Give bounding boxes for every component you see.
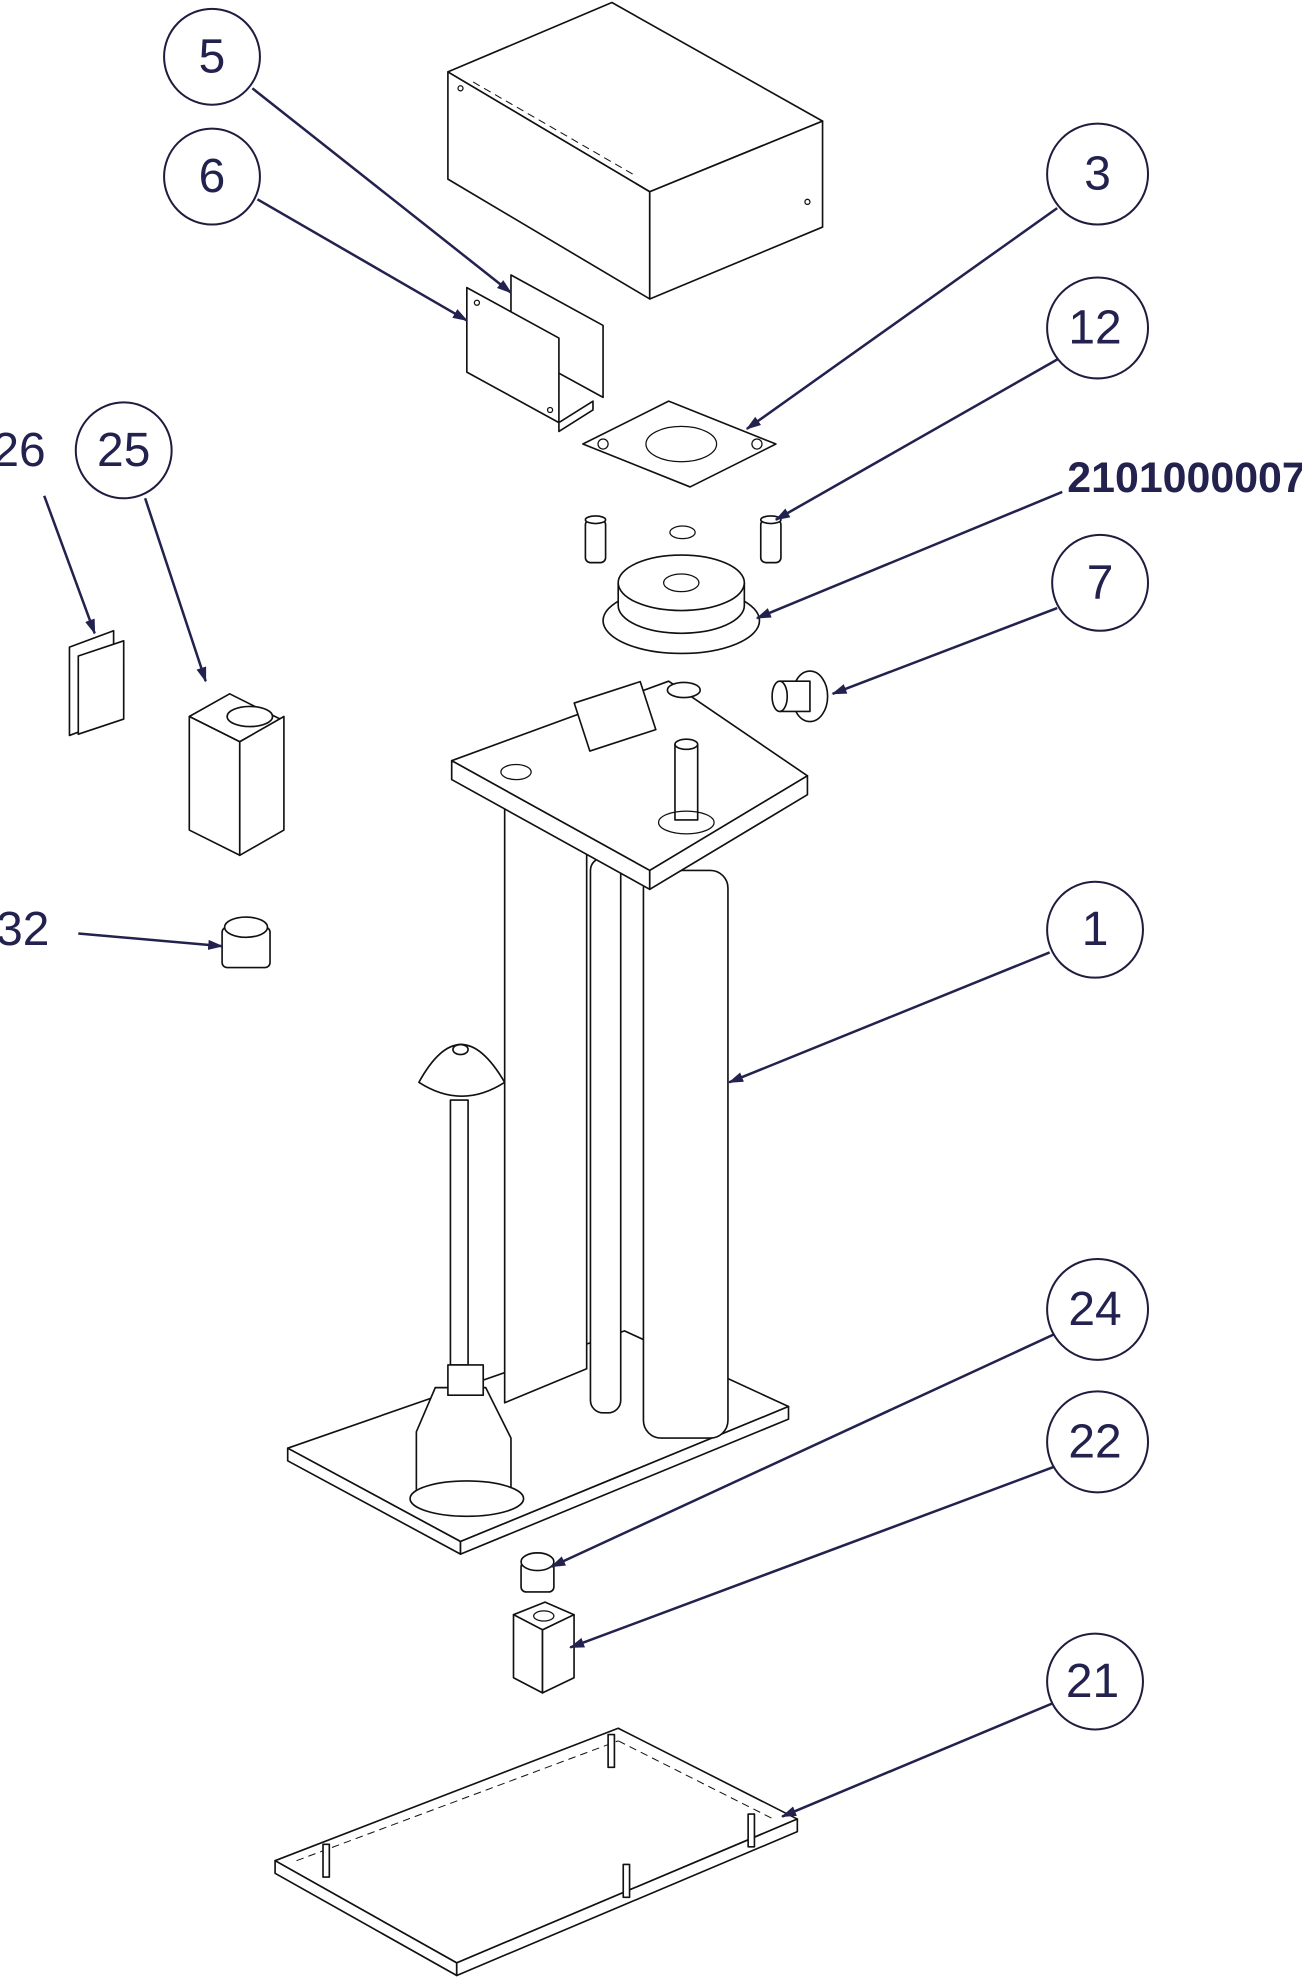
callout-3: 3: [1046, 122, 1150, 226]
part-number-label: 21010000076: [1067, 454, 1302, 502]
main-frame: [286, 680, 809, 1555]
svg-text:6: 6: [199, 150, 226, 203]
cover-box: [447, 1, 824, 300]
callout-21: 21: [1046, 1632, 1144, 1731]
item-32-label: 32: [0, 903, 49, 956]
svg-text:5: 5: [199, 30, 226, 83]
pins: [584, 515, 782, 564]
callout-22: 22: [1046, 1390, 1150, 1494]
relay-26: [68, 629, 125, 737]
cable-gland-32: [221, 916, 271, 969]
svg-text:25: 25: [97, 424, 150, 477]
callout-12: 12: [1046, 276, 1150, 380]
callout-7: 7: [1051, 533, 1150, 632]
svg-text:7: 7: [1087, 556, 1114, 609]
callout-25: 25: [74, 401, 173, 500]
junction-box-25: [188, 692, 285, 857]
callout-1: 1: [1046, 880, 1144, 979]
brake-unit: [602, 554, 761, 655]
block-22: [512, 1601, 575, 1694]
callout-24: 24: [1046, 1257, 1150, 1361]
item-26-label: 26: [0, 424, 46, 477]
knob: [771, 670, 829, 723]
leader-lines: [43, 87, 1063, 1818]
callout-6: 6: [163, 127, 261, 226]
gland-24: [520, 1552, 555, 1593]
svg-text:3: 3: [1084, 148, 1111, 201]
base-tray-21: [274, 1727, 799, 1977]
svg-text:1: 1: [1082, 903, 1109, 956]
gasket-plate: [582, 400, 777, 488]
svg-text:24: 24: [1068, 1283, 1121, 1336]
callout-5: 5: [163, 7, 261, 106]
svg-text:22: 22: [1068, 1415, 1121, 1468]
svg-text:12: 12: [1068, 301, 1121, 354]
circuit-boards: [466, 274, 604, 433]
svg-text:21: 21: [1066, 1655, 1119, 1708]
